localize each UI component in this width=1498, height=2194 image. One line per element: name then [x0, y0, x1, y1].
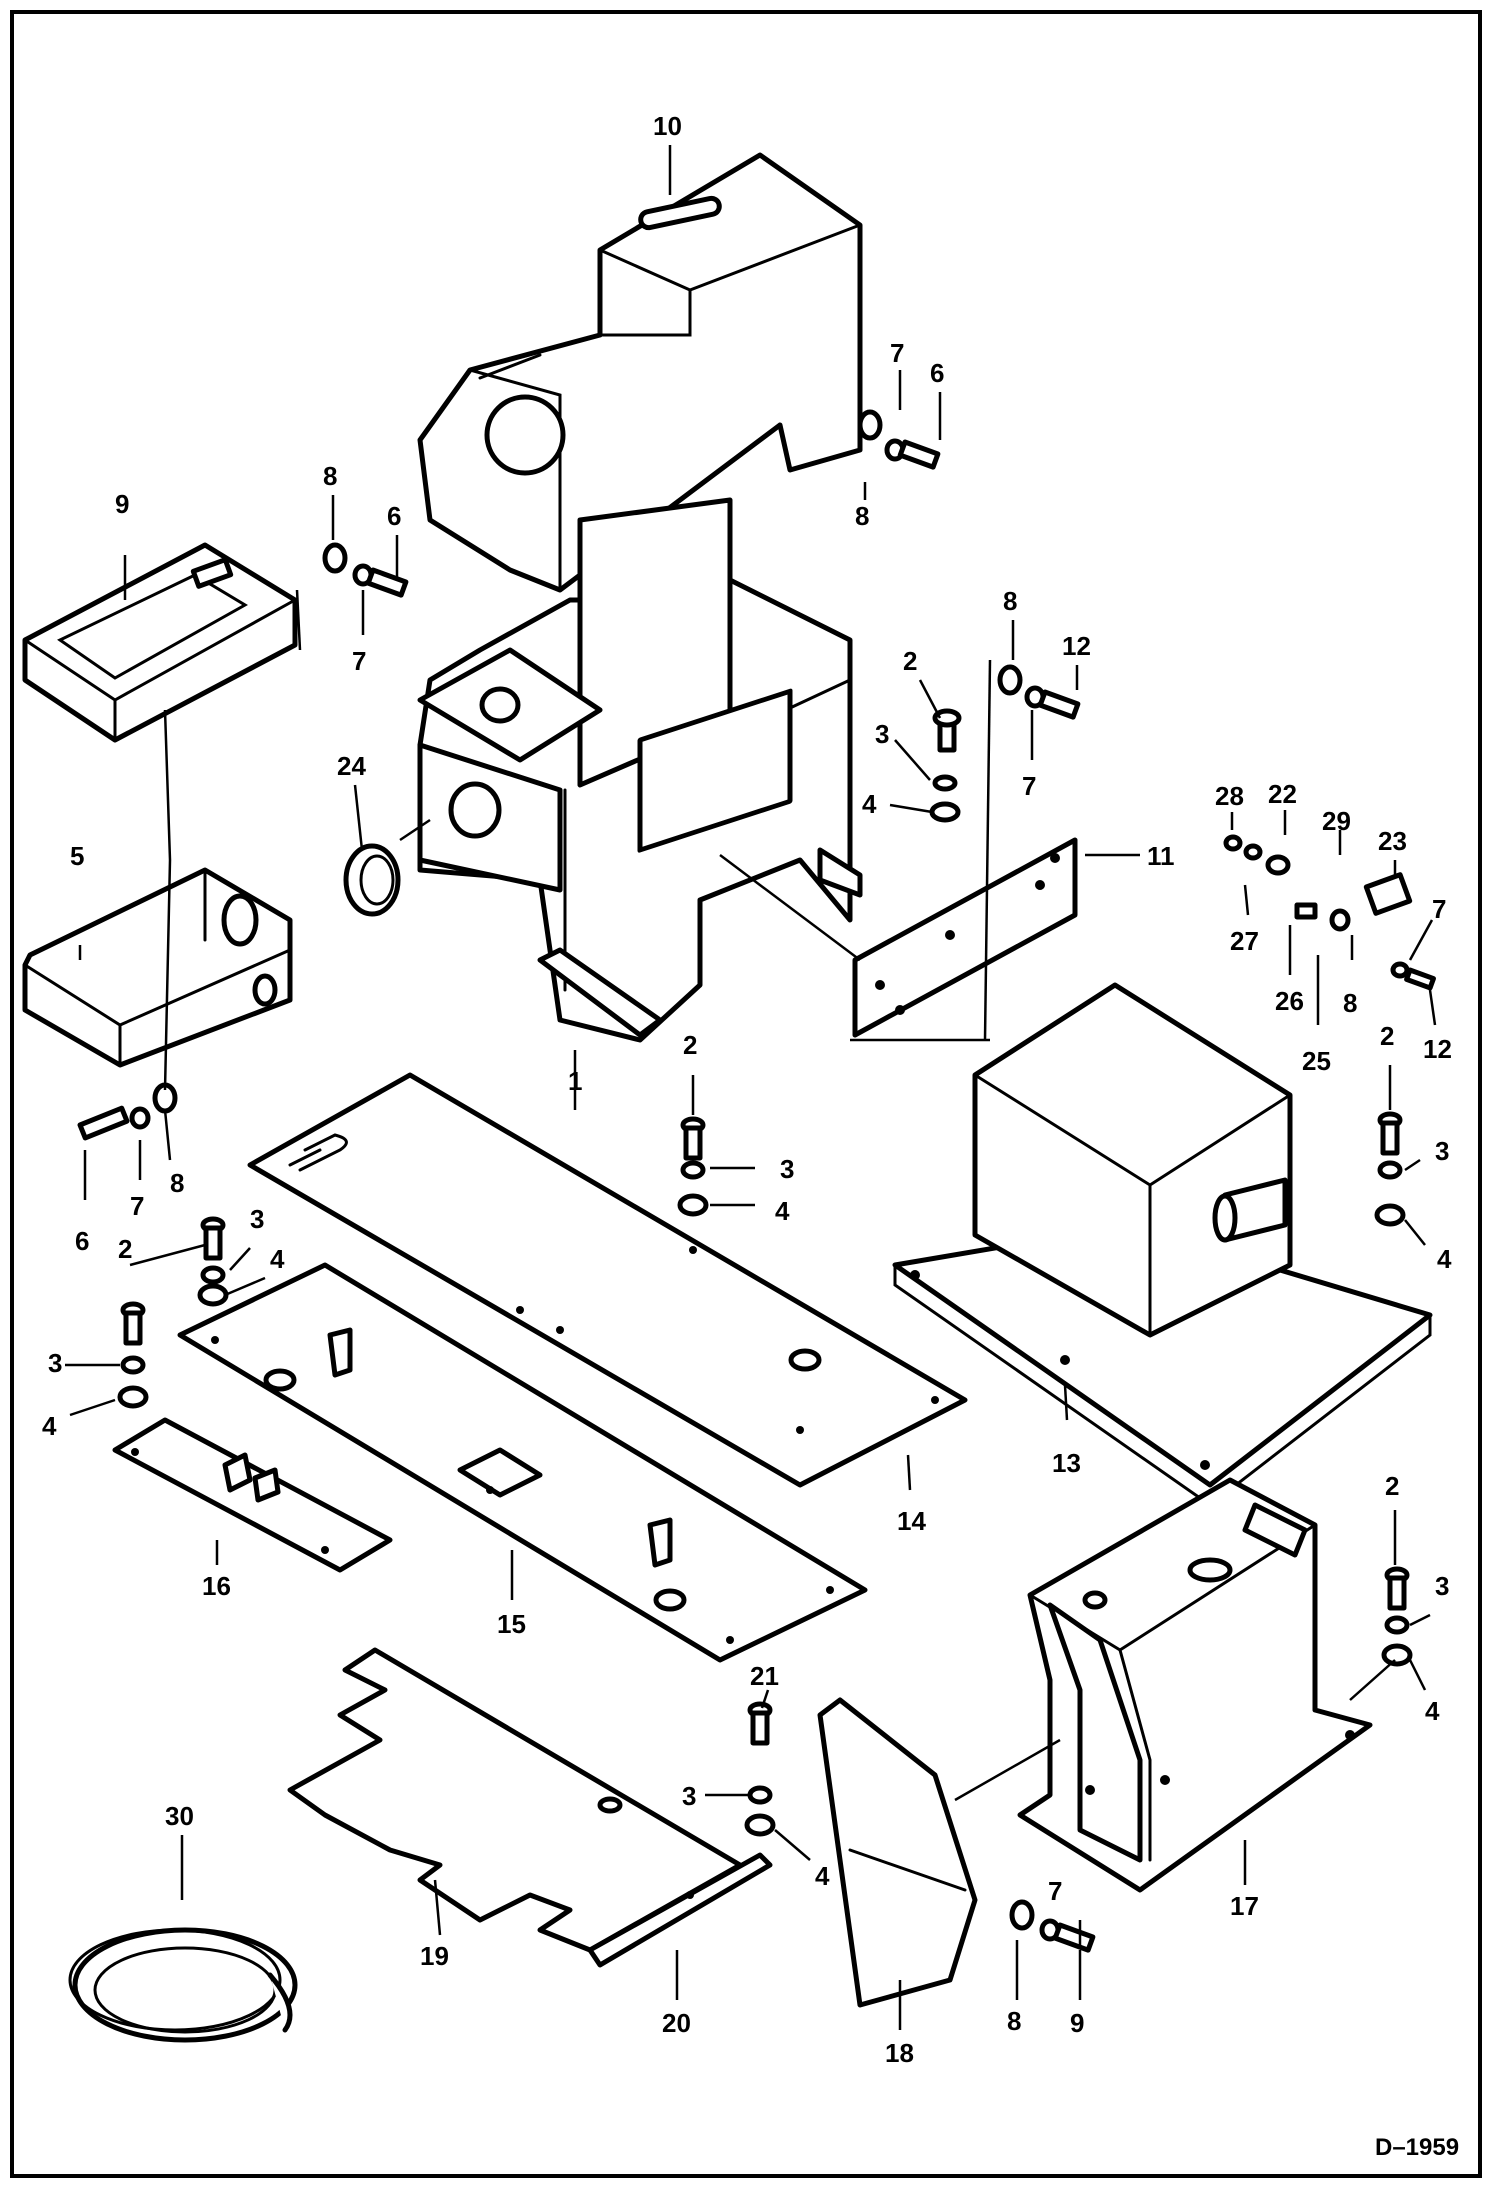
callout-9: 9 [115, 489, 129, 519]
callout-labels: 10 7 6 8 9 8 6 7 8 12 7 2 3 4 24 5 11 28… [42, 111, 1459, 2161]
callout-10: 10 [653, 111, 682, 141]
callout-21: 21 [750, 1661, 779, 1691]
callout-7: 7 [890, 338, 904, 368]
callout-23: 23 [1378, 826, 1407, 856]
callout-14: 14 [897, 1506, 926, 1536]
leader-lines [65, 145, 1437, 2030]
bolt-stack-21 [744, 1701, 776, 1837]
callout-8: 8 [1003, 586, 1017, 616]
callout-2: 2 [903, 646, 917, 676]
hardware-fasteners [77, 409, 1436, 1953]
callout-2: 2 [118, 1234, 132, 1264]
part-9-panel-box [22, 542, 298, 743]
part-19-floor-mat [287, 1647, 743, 1953]
part-5-tray [22, 867, 293, 1068]
callout-4: 4 [42, 1411, 57, 1441]
bolt-horizontal-upper-left [322, 542, 409, 598]
callout-3: 3 [780, 1154, 794, 1184]
callout-24: 24 [337, 751, 366, 781]
callout-17: 17 [1230, 1891, 1259, 1921]
bolt-horizontal-top-right [857, 409, 941, 470]
callout-7: 7 [130, 1191, 144, 1221]
callout-27: 27 [1230, 926, 1259, 956]
callout-13: 13 [1052, 1448, 1081, 1478]
callout-7: 7 [1048, 1876, 1062, 1906]
part-11-mount-plate [852, 837, 1078, 1038]
callout-8: 8 [323, 461, 337, 491]
callout-8: 8 [1343, 988, 1357, 1018]
callout-2: 2 [1385, 1471, 1399, 1501]
callout-3: 3 [875, 719, 889, 749]
callout-4: 4 [862, 789, 877, 819]
part-20-trim-strip [587, 1852, 773, 1968]
part-14-floor-plate [247, 1072, 968, 1488]
callout-3: 3 [1435, 1571, 1449, 1601]
callout-20: 20 [662, 2008, 691, 2038]
callout-3: 3 [250, 1204, 264, 1234]
part-13-battery-base [892, 982, 1433, 1507]
bolt-stack-left-b [117, 1301, 149, 1409]
bolt-stack-center [677, 1116, 709, 1254]
callout-29: 29 [1322, 806, 1351, 836]
callout-16: 16 [202, 1571, 231, 1601]
bolt-horizontal-lower-left [77, 1082, 178, 1141]
callout-12: 12 [1423, 1034, 1452, 1064]
part-15-floor-panel [177, 1262, 868, 1663]
callout-3: 3 [1435, 1136, 1449, 1166]
callout-1: 1 [568, 1066, 582, 1096]
callout-2: 2 [1380, 1021, 1394, 1051]
callout-8: 8 [170, 1168, 184, 1198]
fitting-cluster-22-29 [1223, 834, 1436, 991]
callout-6: 6 [387, 501, 401, 531]
part-30-hose-coil [68, 1927, 298, 2043]
callout-7: 7 [352, 646, 366, 676]
callout-4: 4 [775, 1196, 790, 1226]
callout-3: 3 [48, 1348, 62, 1378]
callout-4: 4 [1425, 1696, 1440, 1726]
callout-7: 7 [1022, 771, 1036, 801]
bolt-stack-right [1374, 1111, 1406, 1227]
callout-15: 15 [497, 1609, 526, 1639]
callout-4: 4 [270, 1244, 285, 1274]
callout-26: 26 [1275, 986, 1304, 1016]
drawing-border [10, 10, 1482, 2178]
bolt-horizontal-18 [1009, 1899, 1096, 1953]
callout-28: 28 [1215, 781, 1244, 811]
bolt-stack-right-lower [1381, 1566, 1413, 1667]
callout-30: 30 [165, 1801, 194, 1831]
part-1-main-frame [417, 497, 863, 1043]
bolt-horizontal-12 [997, 664, 1081, 720]
part-24-seal-ring [343, 843, 401, 917]
callout-5: 5 [70, 841, 84, 871]
drawing-number: D–1959 [1375, 2134, 1459, 2161]
part-16-switch-plate [112, 1417, 393, 1573]
callout-19: 19 [420, 1941, 449, 1971]
part-10-cover [417, 152, 863, 593]
callout-6: 6 [930, 358, 944, 388]
callout-4: 4 [815, 1861, 830, 1891]
callout-18: 18 [885, 2038, 914, 2068]
bolt-stack-center-top [929, 708, 962, 823]
callout-22: 22 [1268, 779, 1297, 809]
callout-9: 9 [1070, 2008, 1084, 2038]
bolt-stack-left-a [197, 1216, 229, 1307]
part-17-pedestal [1017, 1477, 1373, 1893]
callout-11: 11 [1147, 841, 1175, 871]
callout-2: 2 [683, 1030, 697, 1060]
callout-4: 4 [1437, 1244, 1452, 1274]
part-18-side-shield [817, 1697, 978, 2008]
callout-7: 7 [1432, 894, 1446, 924]
callout-8: 8 [1007, 2006, 1021, 2036]
callout-8: 8 [855, 501, 869, 531]
callout-25: 25 [1302, 1046, 1331, 1076]
callout-3: 3 [682, 1781, 696, 1811]
callout-12: 12 [1062, 631, 1091, 661]
callout-6: 6 [75, 1226, 89, 1256]
